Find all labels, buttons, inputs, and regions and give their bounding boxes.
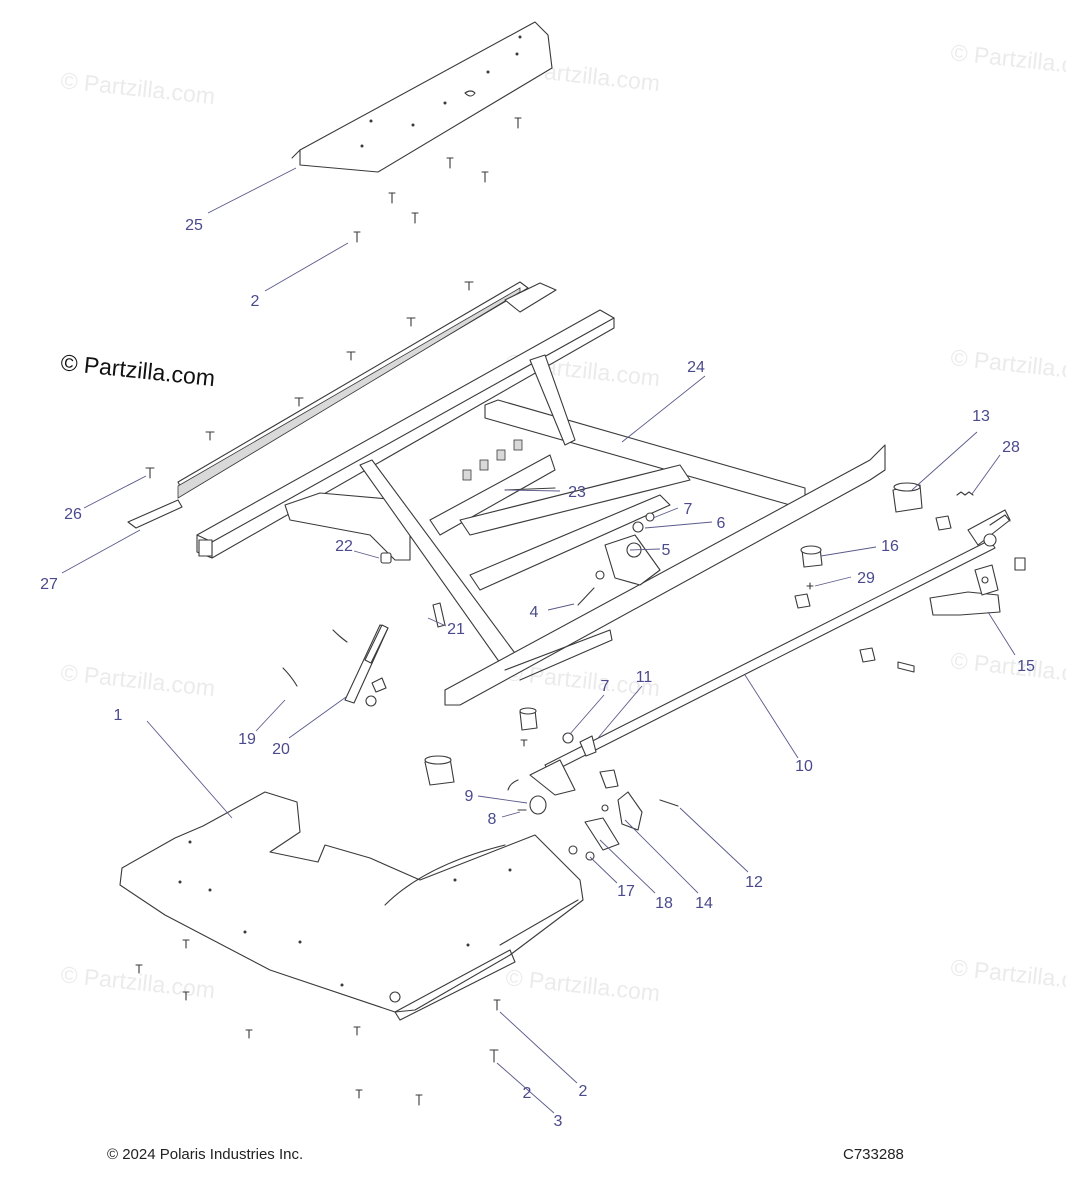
- part-28-spring: [956, 491, 974, 496]
- callout-6: 6: [717, 515, 726, 532]
- part-16-bumper: [800, 545, 823, 568]
- callout-21: 21: [447, 621, 465, 638]
- callout-16: 16: [881, 538, 899, 555]
- watermark: © Partzilla.com: [949, 39, 1066, 81]
- part-1-skid-plate: [119, 791, 584, 1021]
- misc-bumpers: [424, 707, 538, 786]
- clips: [794, 515, 952, 673]
- watermark: © Partzilla.com: [504, 964, 661, 1006]
- part-27-rail: [127, 281, 557, 529]
- callout-18: 18: [655, 895, 673, 912]
- callout-14: 14: [695, 895, 713, 912]
- callout-27: 27: [40, 576, 58, 593]
- watermark: © Partzilla.com: [949, 647, 1066, 689]
- callout-12: 12: [745, 874, 763, 891]
- callout-15: 15: [1017, 658, 1035, 675]
- callout-19: 19: [238, 731, 256, 748]
- callout-11: 11: [636, 669, 653, 686]
- callout-7: 7: [601, 678, 610, 695]
- callout-17: 17: [617, 883, 635, 900]
- part-25-plate: [291, 21, 553, 173]
- copyright-notice: © 2024 Polaris Industries Inc.: [107, 1146, 304, 1163]
- callout-2: 2: [251, 293, 260, 310]
- callout-13: 13: [972, 408, 990, 425]
- callout-labels: 1 2 2 2 3 4 5 6 7 7 8 9 10 11 12 13 14 1…: [40, 217, 1035, 1130]
- watermark: © Partzilla.com: [59, 67, 216, 109]
- callout-9: 9: [465, 788, 474, 805]
- callout-3: 3: [554, 1113, 563, 1130]
- callout-7: 7: [684, 501, 693, 518]
- part-11-clip: [562, 732, 619, 789]
- part-9-bumper: [517, 795, 547, 815]
- callout-24: 24: [687, 359, 705, 376]
- part-14-bracket: [568, 791, 679, 861]
- part-29-screw: [806, 582, 814, 590]
- callout-10: 10: [795, 758, 813, 775]
- callout-20: 20: [272, 741, 290, 758]
- callout-28: 28: [1002, 439, 1020, 456]
- callout-4: 4: [530, 604, 539, 621]
- callout-29: 29: [857, 570, 875, 587]
- leader-lines: [61, 167, 1016, 1114]
- part-5-mount: [577, 512, 661, 606]
- callout-1: 1: [114, 707, 123, 724]
- watermark: © Partzilla.com: [59, 659, 216, 701]
- callout-2: 2: [523, 1085, 532, 1102]
- watermark: © Partzilla.com: [59, 961, 216, 1003]
- callout-25: 25: [185, 217, 203, 234]
- part-15-bracket: [929, 557, 1026, 616]
- watermark: © Partzilla.com: [949, 344, 1066, 386]
- part-20-strut: [282, 624, 389, 707]
- callout-22: 22: [335, 538, 353, 555]
- part-22-nut: [380, 552, 392, 564]
- part-10-rod: [507, 509, 1011, 796]
- part-24-frame: [196, 309, 886, 706]
- drawing-number: C733288: [843, 1146, 904, 1163]
- callout-23: 23: [568, 484, 586, 501]
- watermark-strong: © Partzilla.com: [59, 349, 216, 391]
- watermark: © Partzilla.com: [949, 954, 1066, 996]
- part-13-bumper: [892, 482, 923, 513]
- part-23-bolt: [504, 487, 556, 491]
- callout-5: 5: [662, 542, 671, 559]
- part-21-bushing: [371, 602, 446, 693]
- callout-8: 8: [488, 811, 497, 828]
- callout-26: 26: [64, 506, 82, 523]
- callout-2: 2: [579, 1083, 588, 1100]
